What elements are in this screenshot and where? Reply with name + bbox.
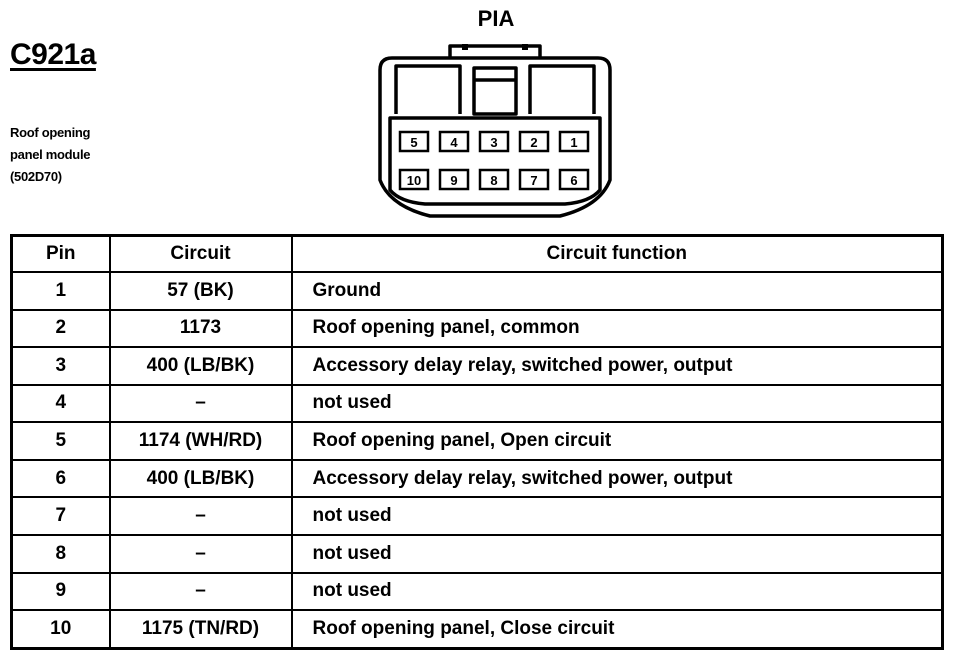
pin-cell: 5 — [10, 421, 111, 461]
cavity-label: 1 — [570, 135, 577, 150]
cavity-9: 9 — [438, 168, 470, 191]
component-description-line: (502D70) — [10, 169, 62, 184]
circuit-function-cell: Accessory delay relay, switched power, o… — [290, 458, 944, 499]
circuit-cell: 1174 (WH/RD) — [108, 421, 293, 461]
cavity-label: 3 — [490, 135, 497, 150]
table-header-row: Pin Circuit Circuit function — [10, 234, 944, 273]
connector-right-slot — [528, 64, 596, 114]
pin-cell: 6 — [10, 458, 111, 499]
cavity-2: 2 — [518, 130, 550, 153]
pin-cell: 1 — [10, 271, 111, 311]
component-description-line: Roof opening — [10, 125, 91, 140]
connector-inner-frame — [388, 116, 602, 206]
pin-cell: 3 — [10, 346, 111, 386]
cavity-5: 5 — [398, 130, 430, 153]
header-pin: Pin — [10, 234, 111, 273]
circuit-function-cell: not used — [290, 533, 944, 574]
cavity-label: 7 — [530, 173, 537, 188]
circuit-cell: – — [108, 571, 293, 612]
table-row: 8–not used — [10, 533, 944, 574]
circuit-cell: – — [108, 383, 293, 424]
cavity-label: 4 — [450, 135, 458, 150]
connector-ridge — [448, 44, 542, 58]
circuit-function-cell: Roof opening panel, Close circuit — [290, 609, 944, 650]
cavity-label: 5 — [410, 135, 417, 150]
circuit-function-cell: Roof opening panel, Open circuit — [290, 421, 944, 461]
cavity-label: 10 — [407, 173, 421, 188]
header-circuit: Circuit — [108, 234, 293, 273]
connector-id: C921a — [10, 38, 96, 71]
cavity-1: 1 — [558, 130, 590, 153]
cavity-8: 8 — [478, 168, 510, 191]
circuit-cell: – — [108, 496, 293, 536]
circuit-function-cell: not used — [290, 571, 944, 612]
component-description: Roof opening panel module (502D70) — [10, 122, 91, 188]
cavity-label: 9 — [450, 173, 457, 188]
circuit-function-cell: Accessory delay relay, switched power, o… — [290, 346, 944, 386]
circuit-function-cell: Roof opening panel, common — [290, 308, 944, 349]
pin-cell: 2 — [10, 308, 111, 349]
component-description-line: panel module — [10, 147, 91, 162]
circuit-cell: 1175 (TN/RD) — [108, 609, 293, 650]
table-row: 7–not used — [10, 496, 944, 536]
cavity-label: 8 — [490, 173, 497, 188]
circuit-cell: 400 (LB/BK) — [108, 458, 293, 499]
circuit-function-cell: not used — [290, 496, 944, 536]
pin-cell: 8 — [10, 533, 111, 574]
circuit-cell: – — [108, 533, 293, 574]
circuit-cell: 400 (LB/BK) — [108, 346, 293, 386]
cavity-4: 4 — [438, 130, 470, 153]
cavity-label: 6 — [570, 173, 577, 188]
connector-lock-tab — [472, 66, 518, 116]
cavity-3: 3 — [478, 130, 510, 153]
cavity-7: 7 — [518, 168, 550, 191]
circuit-function-cell: Ground — [290, 271, 944, 311]
pin-cell: 4 — [10, 383, 111, 424]
cavity-10: 10 — [398, 168, 430, 191]
circuit-cell: 1173 — [108, 308, 293, 349]
cavity-6: 6 — [558, 168, 590, 191]
pin-cell: 7 — [10, 496, 111, 536]
cavity-label: 2 — [530, 135, 537, 150]
table-row: 4–not used — [10, 383, 944, 424]
circuit-function-cell: not used — [290, 383, 944, 424]
connector-housing-outline — [378, 56, 612, 218]
connector-left-slot — [394, 64, 462, 114]
connector-face-diagram: 5 4 3 2 1 10 9 8 7 6 — [378, 44, 612, 218]
header-circuit-function: Circuit function — [290, 234, 944, 273]
pin-cell: 10 — [10, 609, 111, 650]
view-label: PIA — [477, 6, 515, 31]
circuit-cell: 57 (BK) — [108, 271, 293, 311]
table-row: 9–not used — [10, 571, 944, 612]
pin-cell: 9 — [10, 571, 111, 612]
